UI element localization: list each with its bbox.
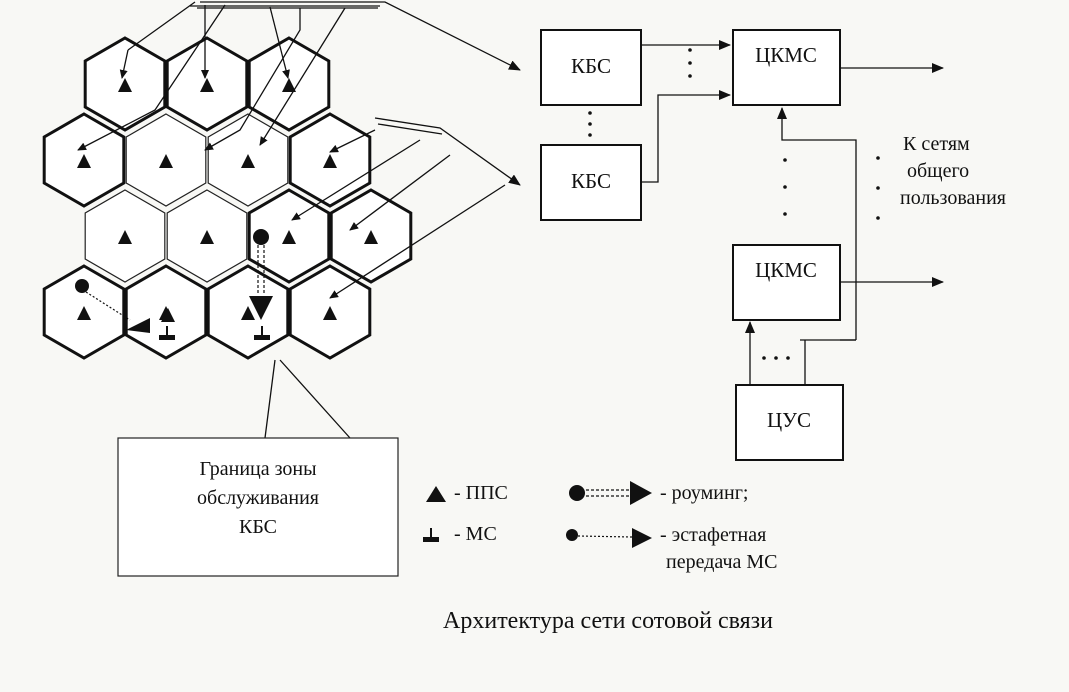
- zone-line-3: КБС: [239, 516, 277, 538]
- zone-border-cell: [206, 264, 290, 360]
- pps-marker: [77, 154, 91, 168]
- pps-marker: [118, 230, 132, 244]
- pps-marker: [364, 230, 378, 244]
- pps-marker: [241, 154, 255, 168]
- legend-ms: - МС: [454, 523, 497, 545]
- node-links: [588, 40, 944, 385]
- kbs-bottom-box: КБС: [540, 144, 642, 221]
- zone-border-cell: [288, 264, 372, 360]
- base-station-markers: [77, 78, 378, 322]
- legend-roaming: - роуминг;: [660, 482, 748, 504]
- zone-border-cell: [329, 188, 413, 284]
- ckms-bottom-box: ЦКМС: [732, 244, 841, 321]
- zone-line-1: Граница зоны: [199, 458, 316, 480]
- kbs-bottom-label: КБС: [571, 169, 611, 193]
- cus-box: ЦУС: [735, 384, 844, 461]
- ms-marker: [254, 326, 270, 340]
- ms-marker: [159, 326, 175, 340]
- pps-marker: [200, 78, 214, 92]
- pps-marker: [159, 154, 173, 168]
- kbs-top-box: КБС: [540, 29, 642, 106]
- grid-roaming-handover: [75, 229, 273, 340]
- legend-handover-2: передача МС: [666, 551, 778, 573]
- ckms-top-label: ЦКМС: [755, 43, 817, 67]
- pps-marker: [118, 78, 132, 92]
- ms-legend-symbol: [423, 528, 439, 542]
- zone-border-cell: [42, 112, 126, 208]
- roaming-legend-symbol: [569, 481, 652, 505]
- pps-marker: [282, 230, 296, 244]
- kbs-cell-links: [77, 1, 521, 299]
- networks-line-3: пользования: [900, 187, 1006, 209]
- zone-line-2: обслуживания: [197, 487, 319, 509]
- diagram-caption: Архитектура сети сотовой связи: [443, 608, 773, 634]
- handover-legend-symbol: [566, 528, 652, 548]
- ckms-bottom-label: ЦКМС: [755, 258, 817, 282]
- zone-border-cell: [288, 112, 372, 208]
- zone-border-cell: [165, 36, 249, 132]
- legend-pps: - ППС: [454, 482, 508, 504]
- kbs-zone-borders: [42, 36, 413, 360]
- zone-callout: Граница зоны обслуживания КБС: [117, 359, 399, 577]
- pps-legend-symbol: [426, 486, 446, 502]
- zone-border-cell: [42, 264, 126, 360]
- pps-marker: [77, 306, 91, 320]
- legend: - ППС - МС - роуминг; - эстафетная перед…: [423, 481, 778, 573]
- ckms-top-box: ЦКМС: [732, 29, 841, 106]
- pps-marker: [323, 306, 337, 320]
- kbs-top-label: КБС: [571, 54, 611, 78]
- cus-label: ЦУС: [767, 408, 811, 432]
- public-networks-label: К сетям общего пользования: [900, 133, 1006, 209]
- pps-marker: [200, 230, 214, 244]
- pps-marker: [323, 154, 337, 168]
- pps-marker: [241, 306, 255, 320]
- pps-marker: [161, 308, 175, 322]
- networks-line-2: общего: [907, 160, 969, 182]
- networks-line-1: К сетям: [903, 133, 970, 155]
- legend-handover-1: - эстафетная: [660, 524, 766, 546]
- pps-marker: [282, 78, 296, 92]
- zone-border-cell: [83, 36, 167, 132]
- zone-border-cell: [124, 264, 208, 360]
- zone-border-cell: [247, 36, 331, 132]
- zone-border-cell: [247, 188, 331, 284]
